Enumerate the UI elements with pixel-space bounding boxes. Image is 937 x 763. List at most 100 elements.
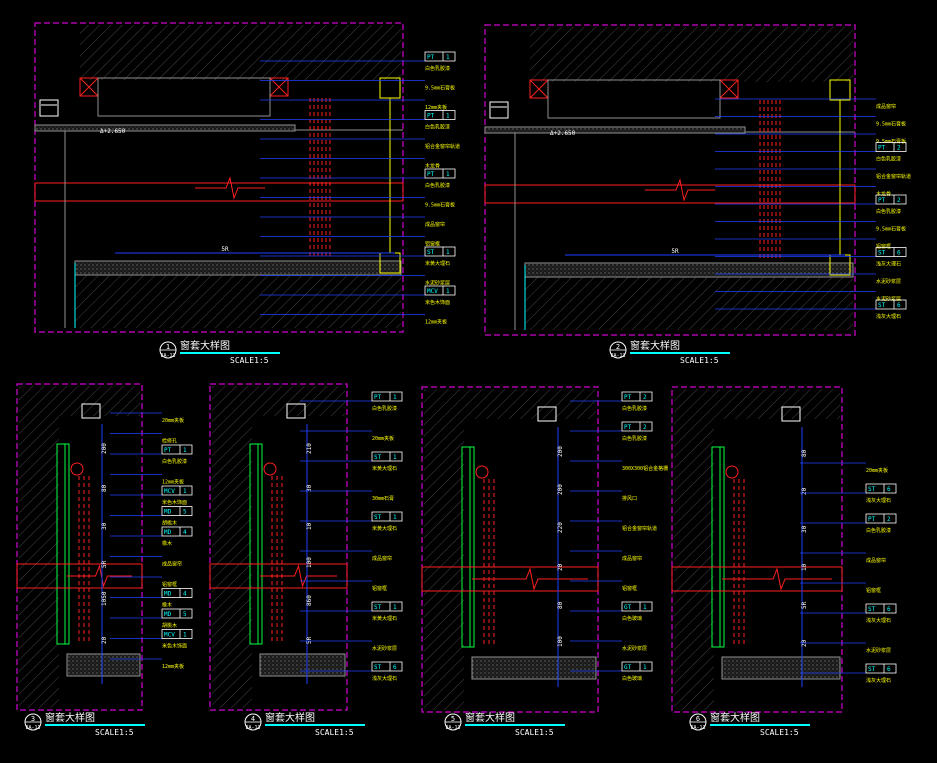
tag-number: 6 xyxy=(887,666,891,673)
tag-box xyxy=(161,506,193,516)
material-tag: 铝窗框 xyxy=(300,580,387,592)
tag-code: ST xyxy=(374,604,382,611)
gypsum-board xyxy=(484,126,746,134)
sheet-ref: EA-13 xyxy=(25,725,40,731)
tag-code: PT xyxy=(868,516,876,523)
detail-scale: SCALE1:5 xyxy=(515,728,554,737)
tag-note: 米色木饰面 xyxy=(162,499,187,506)
dimension-text: 220 xyxy=(557,522,564,533)
material-tag: 9.5mm石膏板 xyxy=(260,80,455,92)
wall-section xyxy=(674,389,714,710)
detail-scale: SCALE1:5 xyxy=(315,728,354,737)
tag-note: 胡桃木 xyxy=(162,622,177,629)
detail-title-text: 窗套大样图 xyxy=(180,339,230,352)
detail-frame xyxy=(34,22,404,333)
tag-note: 白色乳胶漆 xyxy=(876,208,901,215)
tag-code: ST xyxy=(878,250,886,257)
tag-note: 9.5mm石膏板 xyxy=(425,202,455,209)
dimension-text: 5R xyxy=(801,601,808,609)
tag-box xyxy=(621,391,653,402)
break-line xyxy=(472,567,588,591)
beam-section xyxy=(421,566,599,592)
detail-number: 6 xyxy=(696,715,700,723)
material-tag: 水泥砂浆层 xyxy=(260,275,450,287)
detail-title-text: 窗套大样图 xyxy=(710,711,760,724)
material-tag: 木龙骨 xyxy=(260,158,440,170)
material-tag: 30mm石膏 xyxy=(300,490,394,502)
tag-box xyxy=(865,603,897,614)
ceiling-slab xyxy=(464,389,596,419)
tag-box xyxy=(865,513,897,524)
detail-number: 4 xyxy=(251,715,255,723)
tag-code: MCV xyxy=(164,488,175,495)
detail-title-text: 窗套大样图 xyxy=(465,711,515,724)
tag-note: 9.5mm石膏板 xyxy=(876,121,906,128)
tag-note: 白色玻璃 xyxy=(622,615,642,622)
tag-note: 12mm夹板 xyxy=(425,319,447,326)
break-line xyxy=(722,567,832,591)
tag-number: 1 xyxy=(446,113,450,120)
material-tag: 排风口 xyxy=(570,490,637,502)
detail-title-text: 窗套大样图 xyxy=(265,711,315,724)
tag-box xyxy=(371,661,403,672)
tag-note: 水泥砂浆层 xyxy=(425,280,450,287)
tag-note: 米黄大理石 xyxy=(425,260,450,267)
sill-screed xyxy=(471,656,597,680)
tag-note: 白色乳胶漆 xyxy=(372,405,397,412)
detail-number: 3 xyxy=(31,715,35,723)
ceiling-slab xyxy=(80,25,401,80)
wood-block-cross xyxy=(719,79,739,99)
junction-box xyxy=(286,403,306,419)
tag-note: 300X300铝合金格栅 xyxy=(622,465,668,472)
tag-box xyxy=(161,444,193,455)
tag-note: 白色乳胶漆 xyxy=(876,156,901,163)
tag-note: 白色乳胶漆 xyxy=(162,458,187,465)
material-tag: 铝窗框 xyxy=(800,582,881,594)
tag-note: 12mm夹板 xyxy=(425,104,447,111)
tag-code: GT xyxy=(624,664,632,671)
tag-number: 6 xyxy=(897,250,901,257)
light-fixture xyxy=(39,99,59,117)
tag-number: 1 xyxy=(393,514,397,521)
dimension-text: 5R xyxy=(221,246,229,253)
tag-code: PT xyxy=(624,394,632,401)
tag-note: 木龙骨 xyxy=(425,163,440,170)
tag-number: 1 xyxy=(446,54,450,61)
tag-note: 铝窗框 xyxy=(372,585,387,592)
material-tag: 300X300铝合金格栅 xyxy=(570,460,668,472)
tag-box xyxy=(875,247,907,257)
detail-number: 1 xyxy=(166,343,170,351)
tag-box xyxy=(875,194,907,205)
tag-code: MD xyxy=(164,509,172,516)
light-fixture xyxy=(489,101,509,119)
tag-note: 木龙骨 xyxy=(876,191,891,198)
material-tag: 铝合金窗帘轨道 xyxy=(260,138,460,150)
tag-code: MCV xyxy=(427,288,438,295)
detail-title-text: 窗套大样图 xyxy=(630,339,680,352)
tag-note: 水泥砂浆层 xyxy=(372,645,397,652)
tag-code: PT xyxy=(374,394,382,401)
tag-note: 铝窗框 xyxy=(866,587,881,594)
tag-number: 6 xyxy=(897,302,901,309)
tag-note: 20mm夹板 xyxy=(162,417,184,424)
window-mullion xyxy=(711,446,725,648)
tag-number: 5 xyxy=(183,509,187,516)
tag-note: 12mm夹板 xyxy=(162,479,184,486)
tag-number: 1 xyxy=(393,604,397,611)
dimension-text: 10 xyxy=(306,522,313,530)
